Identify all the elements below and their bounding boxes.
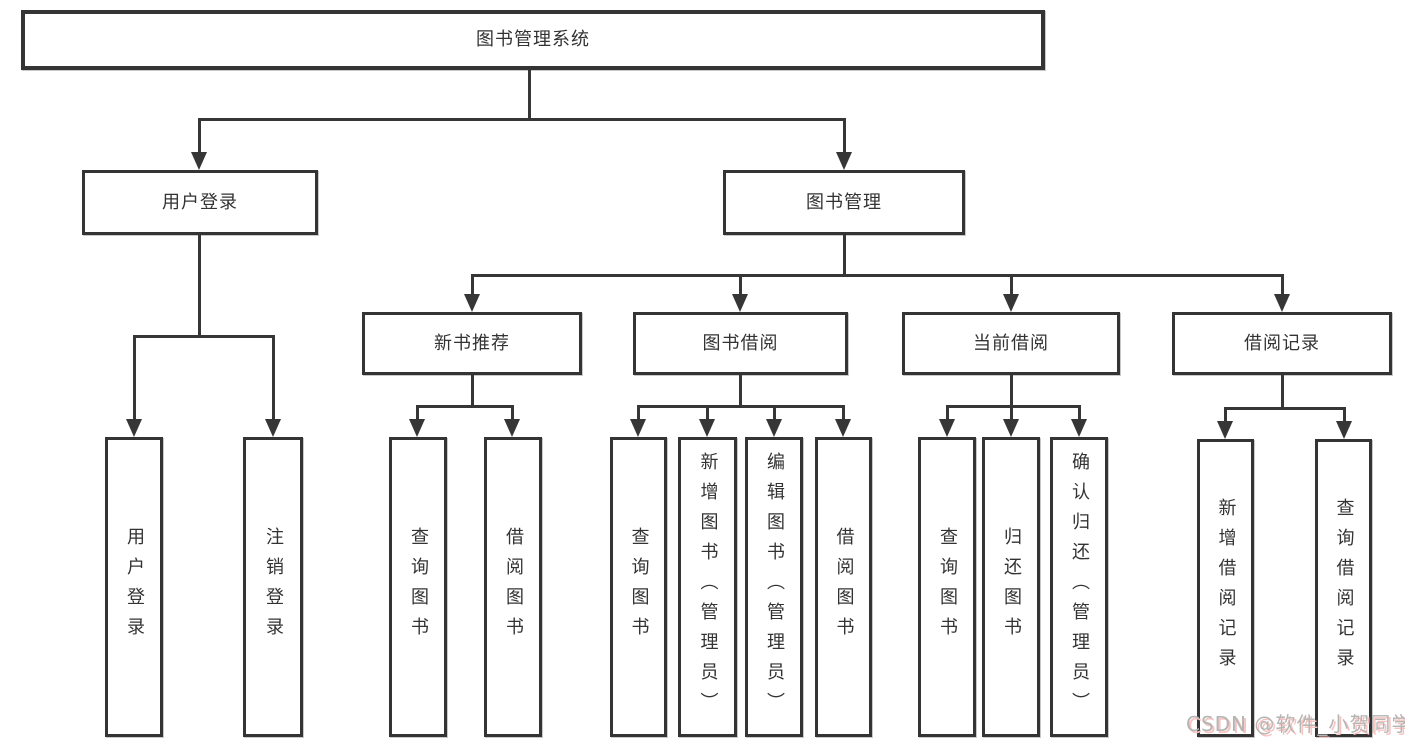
leaf-query-borrow-record: 查询借阅记录: [1315, 439, 1372, 737]
leaf-borrow-books-recommend-label: 借阅图书: [503, 527, 524, 647]
leaf-edit-books-admin-label: 编辑图书（管理员）: [764, 452, 785, 722]
node-book-borrowing: 图书借阅: [633, 312, 848, 375]
node-user-login-label: 用户登录: [162, 191, 238, 213]
connector-book-mgmt-bar: [471, 274, 1283, 277]
arrowhead-borrow-books-a: [504, 419, 520, 437]
leaf-add-borrow-record-label: 新增借阅记录: [1215, 498, 1237, 678]
connector-to-query-books-c: [946, 405, 949, 421]
leaf-query-books-borrowing: 查询图书: [610, 437, 667, 737]
connector-to-new-book-rec: [471, 274, 474, 296]
connector-to-borrow-books-b: [842, 405, 845, 421]
node-user-login: 用户登录: [82, 170, 318, 235]
connector-to-add-record: [1224, 407, 1227, 423]
csdn-watermark: CSDN @软件_小贺同学: [1186, 712, 1405, 736]
arrowhead-query-books-a: [409, 419, 425, 437]
arrowhead-add-books: [699, 419, 715, 437]
connector-to-leaf-logout: [272, 335, 275, 421]
arrowhead-new-book-rec: [464, 294, 480, 312]
leaf-confirm-return-admin: 确认归还（管理员）: [1050, 437, 1108, 737]
node-root-label: 图书管理系统: [476, 29, 590, 50]
connector-to-borrow-books-a: [511, 405, 514, 421]
arrowhead-borrow-books-b: [835, 419, 851, 437]
leaf-borrow-books-borrowing-label: 借阅图书: [833, 527, 855, 647]
connector-to-leaf-user-login: [133, 335, 136, 421]
connector-user-login-bar: [133, 335, 274, 338]
connector-root-bar: [198, 118, 846, 121]
leaf-return-books-label: 归还图书: [1001, 527, 1022, 647]
node-borrowing-records-label: 借阅记录: [1244, 332, 1320, 354]
arrowhead-confirm-return: [1071, 419, 1087, 437]
connector-to-query-books-a: [416, 405, 419, 421]
arrowhead-edit-books: [766, 419, 782, 437]
connector-to-add-books: [706, 405, 709, 421]
arrowhead-leaf-user-login: [126, 419, 142, 437]
leaf-logout: 注销登录: [243, 437, 303, 737]
arrowhead-user-login: [191, 152, 207, 170]
leaf-query-books-current-label: 查询图书: [937, 527, 958, 647]
leaf-user-login-label: 用户登录: [124, 527, 145, 647]
leaf-add-books-admin-label: 新增图书（管理员）: [697, 452, 719, 722]
connector-current-borrow-stem: [1010, 375, 1013, 405]
connector-new-book-rec-bar: [416, 405, 513, 408]
node-new-book-recommend: 新书推荐: [362, 312, 582, 375]
connector-to-confirm-return: [1078, 405, 1081, 421]
node-current-borrowing-label: 当前借阅: [973, 332, 1049, 354]
node-book-management: 图书管理: [723, 170, 965, 235]
connector-to-borrow-records: [1281, 274, 1284, 296]
connector-root-to-book-mgmt: [843, 118, 846, 154]
connector-root-to-user-login: [198, 118, 201, 154]
connector-borrow-records-stem: [1281, 375, 1284, 407]
connector-root-stem: [528, 70, 531, 118]
connector-to-current-borrow: [1010, 274, 1013, 296]
leaf-user-login: 用户登录: [105, 437, 163, 737]
arrowhead-query-books-b: [630, 419, 646, 437]
node-new-book-recommend-label: 新书推荐: [434, 332, 510, 354]
leaf-logout-label: 注销登录: [263, 527, 284, 647]
arrowhead-book-borrow: [732, 294, 748, 312]
node-book-management-label: 图书管理: [806, 191, 882, 213]
leaf-query-books-recommend: 查询图书: [389, 437, 447, 737]
leaf-confirm-return-admin-label: 确认归还（管理员）: [1069, 452, 1090, 722]
arrowhead-book-mgmt: [836, 152, 852, 170]
leaf-add-borrow-record: 新增借阅记录: [1197, 439, 1254, 737]
leaf-query-books-current: 查询图书: [918, 437, 976, 737]
connector-current-borrow-bar: [946, 405, 1080, 408]
connector-new-book-rec-stem: [471, 375, 474, 405]
node-current-borrowing: 当前借阅: [902, 312, 1120, 375]
leaf-borrow-books-recommend: 借阅图书: [484, 437, 542, 737]
arrowhead-query-record: [1336, 421, 1352, 439]
arrowhead-current-borrow: [1003, 294, 1019, 312]
leaf-edit-books-admin: 编辑图书（管理员）: [745, 437, 803, 737]
arrowhead-query-books-c: [939, 419, 955, 437]
connector-to-query-books-b: [637, 405, 640, 421]
connector-to-return-books: [1010, 405, 1013, 421]
arrowhead-add-record: [1217, 421, 1233, 439]
node-borrowing-records: 借阅记录: [1172, 312, 1392, 375]
leaf-add-books-admin: 新增图书（管理员）: [678, 437, 737, 737]
connector-borrow-records-bar: [1224, 407, 1345, 410]
connector-to-book-borrow: [739, 274, 742, 296]
node-root: 图书管理系统: [21, 10, 1045, 70]
leaf-query-books-borrowing-label: 查询图书: [628, 527, 650, 647]
connector-to-query-record: [1343, 407, 1346, 423]
connector-user-login-stem: [198, 235, 201, 335]
arrowhead-leaf-logout: [265, 419, 281, 437]
node-book-borrowing-label: 图书借阅: [702, 332, 779, 354]
leaf-query-borrow-record-label: 查询借阅记录: [1333, 498, 1355, 678]
leaf-borrow-books-borrowing: 借阅图书: [815, 437, 872, 737]
connector-book-borrow-stem: [739, 375, 742, 405]
connector-book-borrow-bar: [637, 405, 844, 408]
connector-to-edit-books: [773, 405, 776, 421]
arrowhead-borrow-records: [1274, 294, 1290, 312]
connector-book-mgmt-stem: [843, 235, 846, 274]
leaf-return-books: 归还图书: [982, 437, 1040, 737]
leaf-query-books-recommend-label: 查询图书: [408, 527, 429, 647]
arrowhead-return-books: [1003, 419, 1019, 437]
